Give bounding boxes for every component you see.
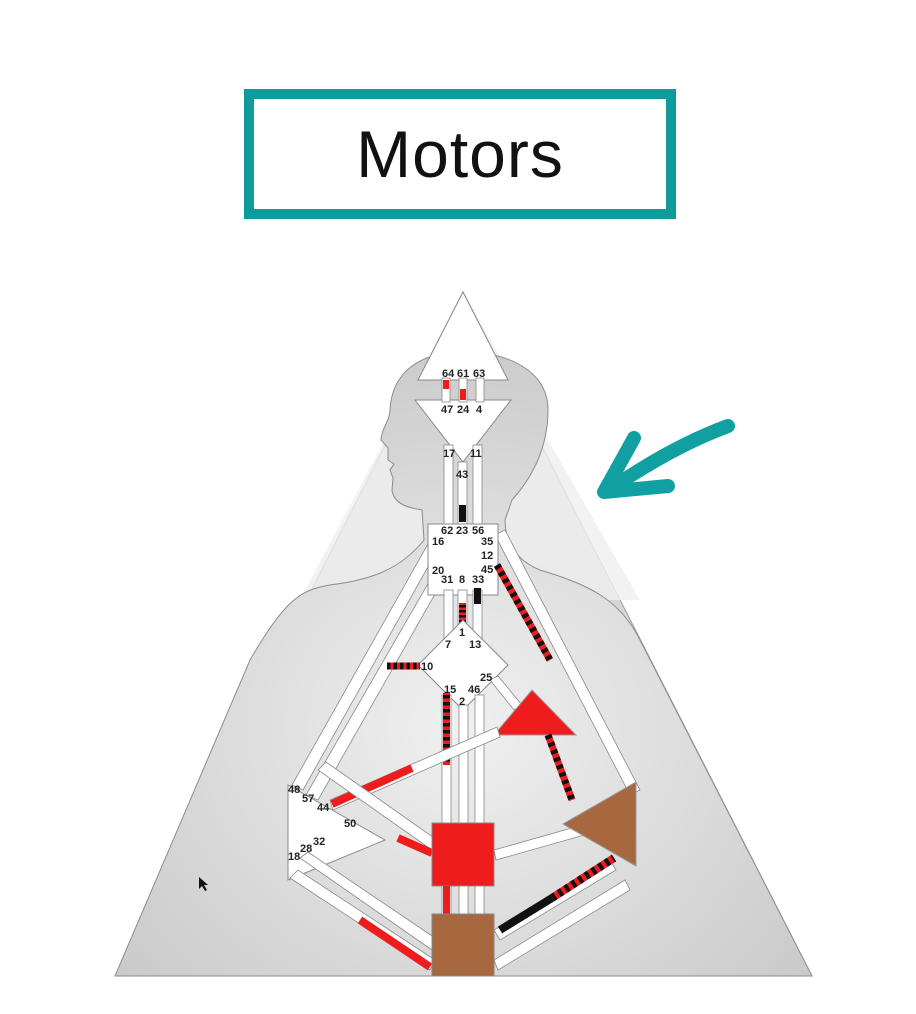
root-center: [431, 913, 495, 977]
heart-center: [492, 689, 578, 736]
gate-50-label: 50: [344, 818, 356, 830]
channel-63-4: [475, 377, 485, 403]
gate-31-label: 31: [441, 574, 453, 586]
gate-63-label: 63: [473, 368, 485, 380]
gate-10-label: 10: [421, 661, 433, 673]
gate-54-activation: [357, 916, 433, 971]
channel-46-29: [474, 694, 485, 826]
channel-55-39: [493, 879, 631, 971]
gate-45-hatch: [493, 563, 554, 662]
gate-4-label: 4: [476, 404, 483, 416]
solar-plexus-center: [561, 781, 637, 867]
gate-47-label: 47: [441, 404, 453, 416]
gate-45-label: 45: [481, 564, 493, 576]
gate-12-label: 12: [481, 550, 493, 562]
gate-18-label: 18: [288, 851, 300, 863]
gate-43-label: 43: [456, 469, 468, 481]
channel-52-9: [474, 885, 485, 917]
channel-60-3: [458, 885, 469, 917]
gate-56-label: 56: [472, 525, 484, 537]
gate-17-label: 17: [443, 448, 455, 460]
gate-28-label: 28: [300, 843, 312, 855]
sacral-center: [431, 822, 495, 887]
gate-24-label: 24: [457, 404, 470, 416]
page-title: Motors: [356, 117, 564, 191]
gate-48-label: 48: [288, 784, 300, 796]
gate-49-activation: [549, 854, 617, 902]
gate-33-activation: [474, 588, 481, 604]
gate-57-label: 57: [302, 793, 314, 805]
channel-35-36: [494, 529, 641, 796]
gate-35-label: 35: [481, 536, 493, 548]
pointer-arrow-icon: [597, 419, 735, 499]
gate-15-label: 15: [444, 684, 456, 696]
gate-40-hatch: [544, 733, 576, 802]
gate-34-activation: [396, 834, 434, 857]
gate-20-label: 20: [432, 565, 444, 577]
gate-16-label: 16: [432, 536, 444, 548]
gate-13-label: 13: [469, 639, 481, 651]
gate-32-label: 32: [313, 836, 325, 848]
gate-62-label: 62: [441, 525, 453, 537]
gate-44-label: 44: [317, 802, 330, 814]
gate-8-activation: [459, 603, 466, 623]
channel-2-14: [458, 704, 469, 826]
gate-15-activation: [443, 693, 450, 765]
title-frame: Motors: [244, 89, 676, 219]
gate-64-activation: [443, 380, 449, 389]
gate-61-label: 61: [457, 368, 469, 380]
gate-19-activation: [497, 894, 555, 934]
gate-44-activation: [330, 764, 414, 808]
head-center: [417, 290, 509, 381]
throat-center: [427, 523, 499, 596]
channel-64-47: [441, 377, 451, 403]
gate-33-label: 33: [472, 574, 484, 586]
gate-64-label: 64: [442, 368, 455, 380]
gate-25-label: 25: [480, 672, 492, 684]
gate-2-label: 2: [459, 696, 465, 708]
gate-53-activation: [443, 886, 450, 914]
mouse-cursor-icon: [199, 877, 208, 891]
gate-46-label: 46: [468, 684, 480, 696]
gate-24-activation: [460, 389, 466, 400]
gate-8-label: 8: [459, 574, 465, 586]
gate-7-label: 7: [445, 639, 451, 651]
gate-1-label: 1: [459, 627, 465, 639]
gate-11-label: 11: [470, 448, 482, 460]
gate-23-activation: [459, 505, 466, 522]
gate-23-label: 23: [456, 525, 468, 537]
